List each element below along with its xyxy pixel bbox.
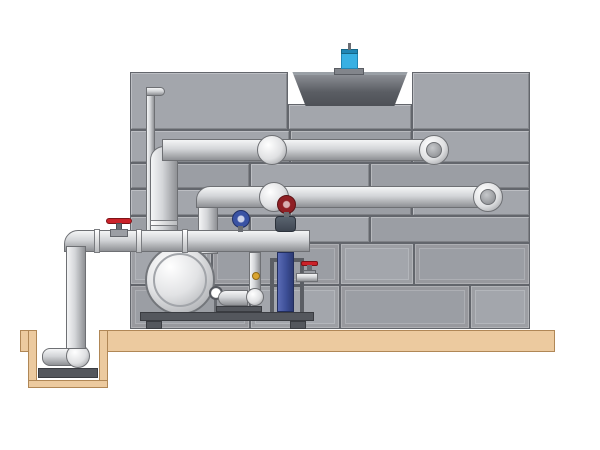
sump-pump-base [38,368,98,378]
skid-foot [290,321,306,329]
pit-wall-bottom [28,380,108,388]
middle-return-pipe [196,186,478,208]
upper-supply-pipe [162,139,428,161]
distribution-basin [292,72,408,106]
skid-foot [146,321,162,329]
drain-valve-stub [296,273,318,282]
gate-valve-stem [238,226,243,232]
middle-pipe-end-cap-center [480,189,496,205]
tower-panel [288,104,412,130]
pipe-flange-ring [150,220,178,226]
tower-panel [130,72,288,130]
globe-valve-body [275,216,296,232]
shutoff-valve-bonnet [110,229,128,237]
level-sensor [330,40,370,76]
upper-pipe-flange [257,135,287,165]
header-flange-ring [94,229,100,253]
sensor-mount-plate [334,68,364,75]
standpipe-elbow [146,87,165,96]
brass-valve [252,272,260,280]
expansion-tank-ring [153,253,207,307]
inline-pump-column [277,252,294,312]
tower-panel [340,243,414,285]
sensor-body [341,53,358,69]
pump-suction-pipe [249,252,261,290]
vertical-header-pipe [150,146,178,246]
upper-pipe-end-cap-center [426,142,442,158]
pressure-gauge-stem [214,299,217,312]
pump-base [216,306,262,312]
shutoff-valve [100,214,140,239]
tower-panel [370,216,530,243]
pump-motor [218,290,248,306]
globe-valve-stem [284,212,289,217]
drain-valve [294,256,322,286]
tower-panel [412,72,530,130]
header-flange-ring [182,229,188,253]
tower-panel [470,285,530,329]
sensor-antenna [348,43,351,50]
tower-panel [414,243,530,285]
riser-pipe [66,246,86,349]
drain-valve-stem [307,265,312,271]
tower-panel [340,285,470,329]
pump-head [246,288,264,306]
pump-skid-base [140,312,314,321]
header-flange-ring [136,229,142,253]
